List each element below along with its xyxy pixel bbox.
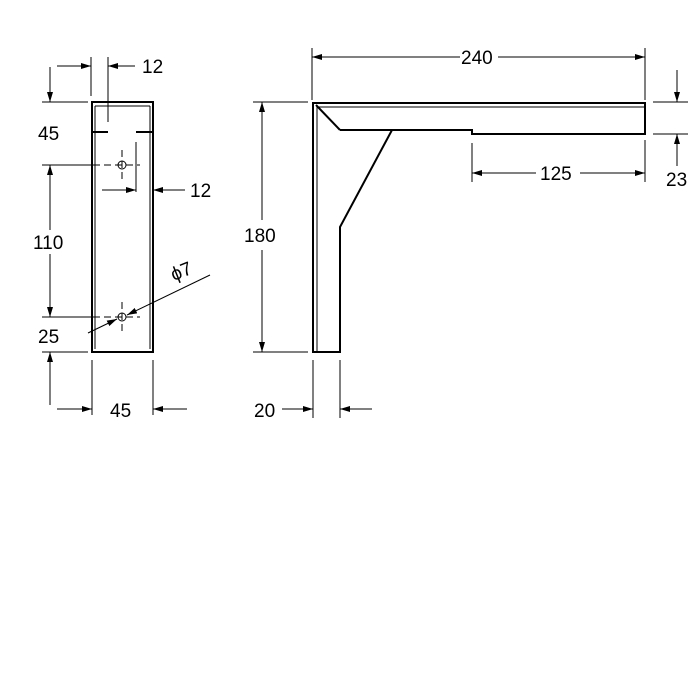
dim-slot-top: 12 <box>142 57 163 78</box>
dim-bottom-offset: 25 <box>38 327 59 348</box>
bracket-side-outline <box>312 102 646 353</box>
side-view: 240 180 125 23 20 <box>244 48 688 422</box>
front-view: 12 45 110 25 12 ϕ7 45 <box>33 57 211 422</box>
mounting-hole-top <box>104 150 140 182</box>
bracket-front-outline <box>91 101 154 353</box>
dim-leg-thickness: 20 <box>254 401 275 422</box>
dim-hole-diameter: ϕ7 <box>168 258 196 285</box>
dim-top-offset: 45 <box>38 124 59 145</box>
dim-width: 45 <box>110 401 131 422</box>
dim-plate-thickness: 23 <box>666 170 687 191</box>
dim-hole-spacing: 110 <box>33 233 63 254</box>
dim-length: 240 <box>461 48 493 69</box>
dim-plate-length: 125 <box>540 164 572 185</box>
dim-height: 180 <box>244 226 276 247</box>
dim-hole-side: 12 <box>190 181 211 202</box>
mounting-hole-bottom <box>104 302 140 334</box>
